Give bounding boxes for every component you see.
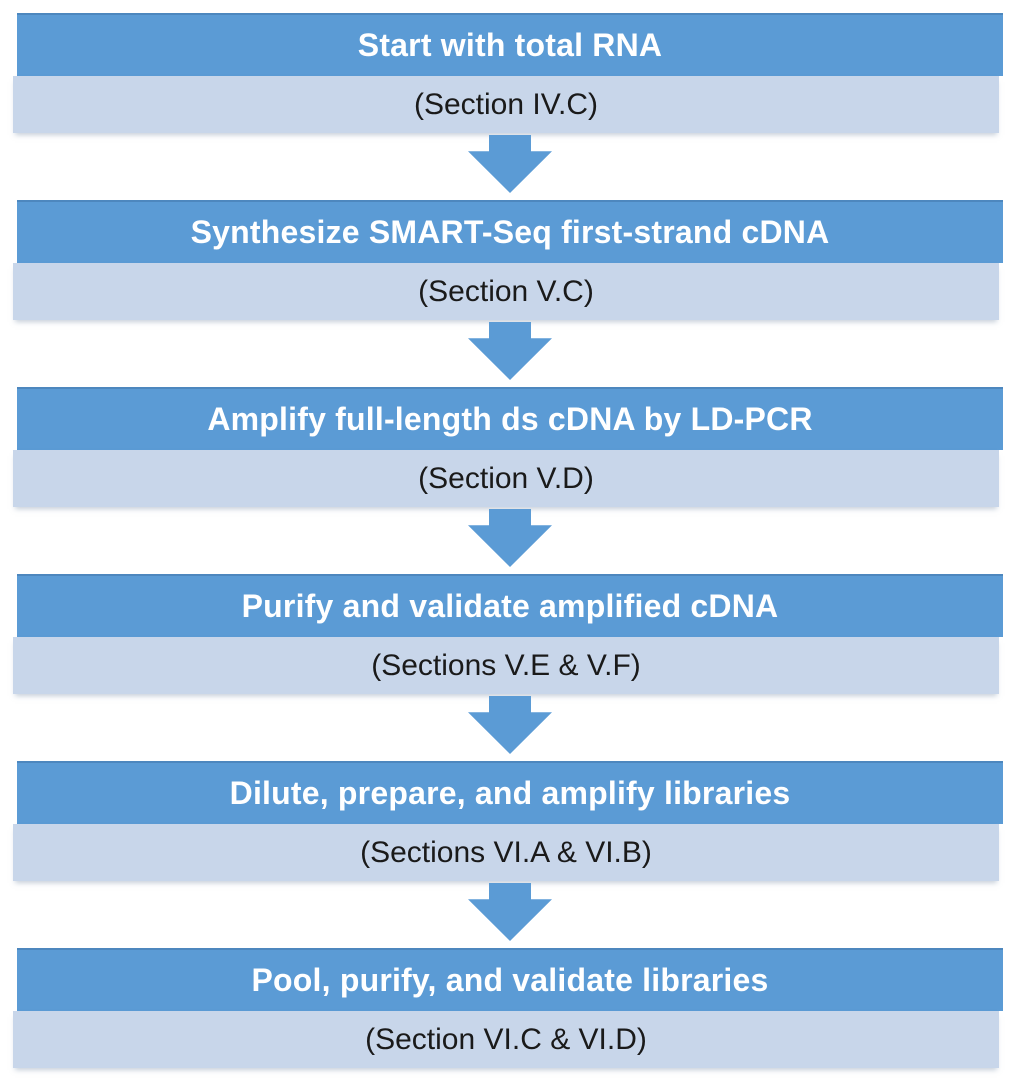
down-arrow-icon (17, 133, 1003, 200)
step-section-ref: (Section IV.C) (13, 76, 999, 133)
down-arrow-shape (468, 696, 552, 754)
down-arrow-icon (17, 507, 1003, 574)
flow-step-dilute-prepare-amplify: Dilute, prepare, and amplify libraries (… (13, 761, 1003, 881)
down-arrow-icon (17, 694, 1003, 761)
down-arrow-shape (468, 322, 552, 380)
flow-step-synthesize-first-strand: Synthesize SMART-Seq first-strand cDNA (… (13, 200, 1003, 320)
step-title: Start with total RNA (17, 13, 1003, 76)
step-title: Amplify full-length ds cDNA by LD-PCR (17, 387, 1003, 450)
step-section-ref: (Section VI.C & VI.D) (13, 1011, 999, 1068)
step-section-ref: (Sections VI.A & VI.B) (13, 824, 999, 881)
step-title: Synthesize SMART-Seq first-strand cDNA (17, 200, 1003, 263)
step-section-ref: (Sections V.E & V.F) (13, 637, 999, 694)
down-arrow-shape (468, 509, 552, 567)
step-section-ref: (Section V.C) (13, 263, 999, 320)
down-arrow-icon (17, 320, 1003, 387)
down-arrow-shape (468, 135, 552, 193)
down-arrow-icon (17, 881, 1003, 948)
flow-step-start-total-rna: Start with total RNA (Section IV.C) (13, 13, 1003, 133)
step-title: Dilute, prepare, and amplify libraries (17, 761, 1003, 824)
step-section-ref: (Section V.D) (13, 450, 999, 507)
step-title: Pool, purify, and validate libraries (17, 948, 1003, 1011)
flow-step-pool-purify-validate: Pool, purify, and validate libraries (Se… (13, 948, 1003, 1068)
flow-step-amplify-ld-pcr: Amplify full-length ds cDNA by LD-PCR (S… (13, 387, 1003, 507)
step-title: Purify and validate amplified cDNA (17, 574, 1003, 637)
flow-step-purify-validate-cdna: Purify and validate amplified cDNA (Sect… (13, 574, 1003, 694)
down-arrow-shape (468, 883, 552, 941)
